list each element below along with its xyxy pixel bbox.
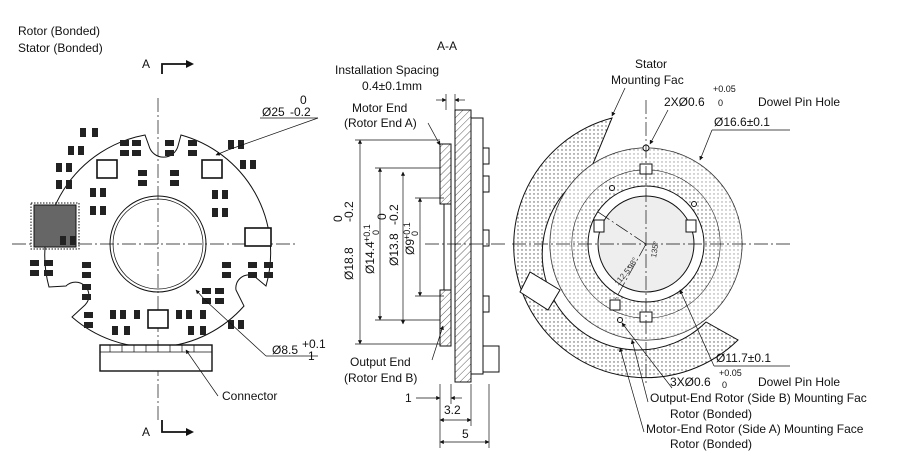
dowel-bottom-label: 3XØ0.6	[670, 375, 711, 389]
section-dim-labels: Ø18.8 0 -0.2 Ø14.4 +0.1 0 Ø13.8 0 -0.2 Ø…	[331, 201, 420, 280]
dia-11-7-label: Ø11.7±0.1	[716, 351, 771, 365]
dia-16-6-label: Ø16.6±0.1	[714, 115, 770, 129]
smd-components	[30, 128, 273, 335]
svg-text:-0.2: -0.2	[342, 201, 356, 222]
stator-label: Stator	[635, 57, 667, 71]
rotor-bonded-label: Rotor (Bonded)	[18, 24, 100, 38]
svg-text:Rotor (Bonded): Rotor (Bonded)	[670, 437, 752, 451]
svg-text:-0.2: -0.2	[290, 105, 311, 119]
svg-text:+0.1: +0.1	[302, 337, 326, 351]
ic-2	[201, 159, 223, 179]
svg-text:1: 1	[308, 349, 315, 363]
svg-text:Mounting Fac: Mounting Fac	[611, 73, 684, 87]
svg-text:+0.05: +0.05	[719, 368, 742, 378]
svg-text:Dowel Pin Hole: Dowel Pin Hole	[758, 375, 840, 389]
dia-25-label: Ø25	[262, 105, 285, 119]
svg-text:0: 0	[331, 215, 345, 222]
motor-end-label: Motor End	[352, 101, 407, 115]
section-mark-bottom: A	[142, 420, 194, 439]
installation-spacing-label: Installation Spacing	[335, 63, 439, 77]
rotor-a-upper	[439, 143, 452, 205]
dim-1: 1	[405, 391, 412, 405]
svg-text:(Rotor End B): (Rotor End B)	[344, 371, 417, 385]
pcb-top-view: Connector Ø25 0 -0.2 Ø8.5 +0.1 1	[12, 93, 326, 420]
svg-text:A: A	[142, 57, 150, 71]
dowel-top-label: 2XØ0.6	[664, 95, 705, 109]
svg-text:+0.05: +0.05	[713, 84, 736, 94]
svg-text:0: 0	[722, 380, 727, 390]
rotor-a-lower	[439, 289, 452, 347]
section-dimensions	[355, 139, 444, 345]
connector-body	[99, 344, 213, 372]
section-mark-top: A	[142, 57, 194, 74]
dia-8-5-label: Ø8.5	[272, 343, 298, 357]
ic-1	[96, 159, 118, 179]
connector-label: Connector	[222, 389, 277, 403]
installation-spacing-value: 0.4±0.1mm	[362, 79, 422, 93]
qfp-chip	[33, 204, 77, 248]
svg-text:Ø9: Ø9	[403, 239, 417, 255]
central-bore	[109, 195, 207, 293]
output-end-label: Output End	[350, 355, 411, 369]
ic-4	[244, 227, 272, 247]
mounting-face-view: 135° 98° 112.5°	[512, 100, 790, 385]
stator-bonded-label: Stator (Bonded)	[18, 41, 103, 55]
ic-3	[147, 309, 169, 329]
svg-text:135°: 135°	[649, 240, 661, 258]
svg-text:Rotor (Bonded): Rotor (Bonded)	[670, 407, 752, 421]
svg-text:Dowel Pin Hole: Dowel Pin Hole	[758, 95, 840, 109]
svg-text:Ø18.8: Ø18.8	[342, 247, 356, 280]
svg-text:A: A	[142, 425, 150, 439]
svg-text:-0.2: -0.2	[387, 204, 401, 225]
svg-text:(Rotor End A): (Rotor End A)	[344, 116, 417, 130]
svg-text:0: 0	[410, 231, 420, 236]
view-title-a-a: A-A	[437, 39, 457, 53]
svg-text:0: 0	[718, 98, 723, 108]
svg-text:0: 0	[300, 93, 307, 107]
svg-text:0: 0	[371, 230, 381, 235]
bottom-dimensions	[416, 384, 490, 448]
output-rotor-label: Output-End Rotor (Side B) Mounting Fac	[650, 391, 867, 405]
dim-3-2: 3.2	[444, 403, 461, 417]
svg-text:+0.1: +0.1	[402, 222, 412, 240]
dim-5: 5	[462, 427, 469, 441]
svg-text:Ø14.4: Ø14.4	[363, 241, 377, 274]
svg-text:Ø13.8: Ø13.8	[387, 233, 401, 266]
motor-rotor-label: Motor-End Rotor (Side A) Mounting Face	[646, 422, 864, 436]
svg-text:0: 0	[375, 213, 389, 220]
svg-text:+0.1: +0.1	[362, 224, 372, 242]
section-stack	[425, 109, 505, 383]
stator-section	[454, 109, 472, 383]
